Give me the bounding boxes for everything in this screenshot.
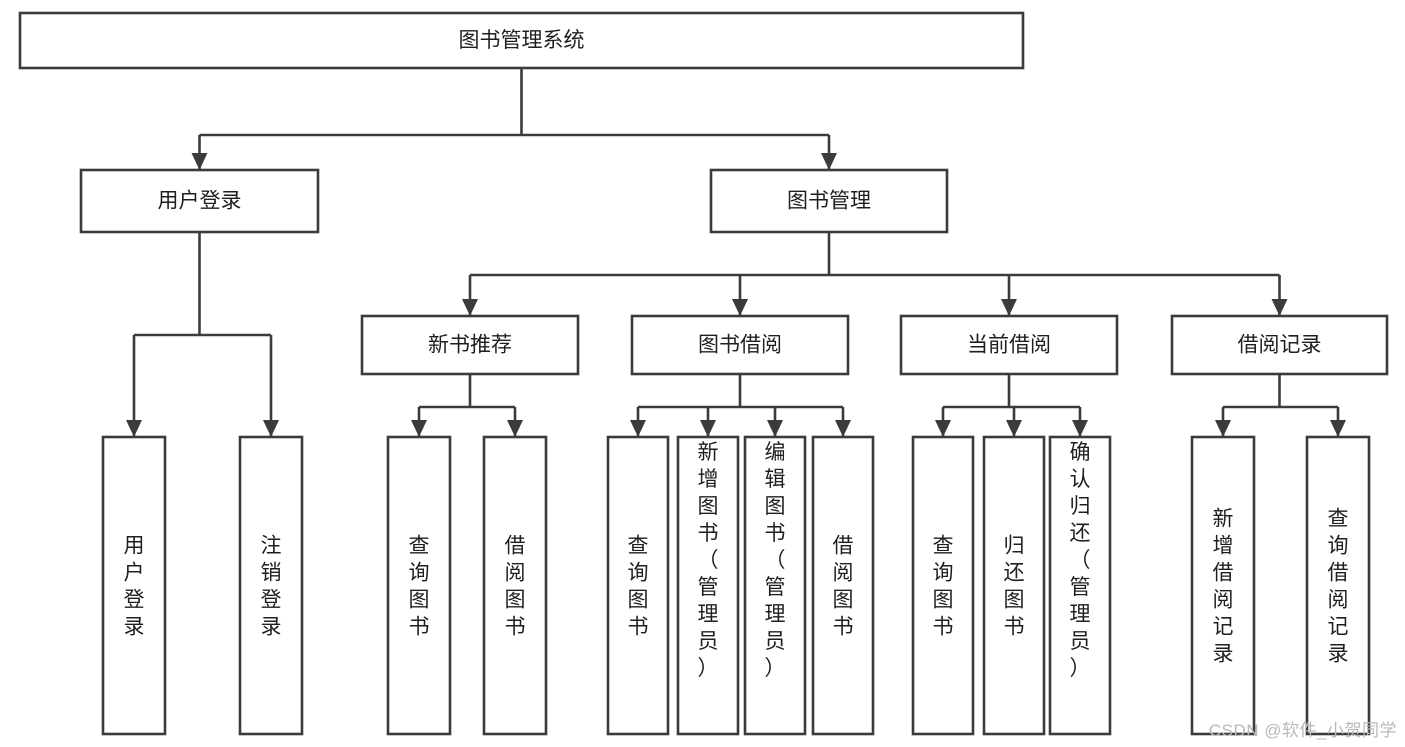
arrow-head bbox=[263, 420, 279, 437]
node-box-leaf-borrow-book-1 bbox=[482, 435, 548, 736]
node-user-login[interactable]: 用户登录 bbox=[79, 168, 320, 234]
node-label-new-book-recommend: 新书推荐 bbox=[428, 334, 512, 357]
arrow-head bbox=[1271, 299, 1288, 316]
arrow-head bbox=[835, 420, 851, 437]
node-box-leaf-query-record bbox=[1305, 435, 1371, 736]
arrow-head bbox=[411, 420, 427, 437]
arrow-head bbox=[1006, 420, 1022, 437]
node-box-leaf-query-book-3 bbox=[911, 435, 975, 736]
node-box-user-login bbox=[79, 168, 320, 234]
arrow-head bbox=[1330, 420, 1346, 437]
node-book-borrow[interactable]: 图书借阅 bbox=[630, 314, 850, 376]
branch-book-borrow bbox=[630, 374, 851, 437]
node-new-book-recommend[interactable]: 新书推荐 bbox=[360, 314, 580, 376]
arrow-head bbox=[1215, 420, 1231, 437]
branch-book-manage bbox=[462, 232, 1288, 316]
node-leaf-logout[interactable]: 注销登录 bbox=[238, 435, 304, 736]
node-box-current-borrow bbox=[899, 314, 1119, 376]
node-leaf-query-book-3[interactable]: 查询图书 bbox=[911, 435, 975, 736]
node-box-leaf-edit-book bbox=[743, 435, 807, 736]
arrow-head bbox=[767, 420, 783, 437]
node-box-leaf-query-book-1 bbox=[386, 435, 452, 736]
connector-layer bbox=[126, 68, 1346, 437]
node-layer: 图书管理系统用户登录图书管理新书推荐图书借阅当前借阅借阅记录用户登录注销登录查询… bbox=[18, 11, 1389, 736]
node-leaf-query-book-1[interactable]: 查询图书 bbox=[386, 435, 452, 736]
node-label-leaf-user-login: 用户登录 bbox=[124, 535, 145, 639]
node-box-book-manage bbox=[709, 168, 949, 234]
node-box-leaf-confirm-return bbox=[1048, 435, 1112, 736]
node-leaf-add-book[interactable]: 新增图书（管理员） bbox=[676, 435, 740, 736]
node-label-leaf-add-book: 新增图书（管理员） bbox=[698, 441, 719, 680]
node-label-leaf-query-record: 查询借阅记录 bbox=[1328, 508, 1349, 666]
arrow-head bbox=[821, 153, 837, 170]
node-leaf-borrow-book-2[interactable]: 借阅图书 bbox=[811, 435, 875, 736]
node-leaf-user-login[interactable]: 用户登录 bbox=[101, 435, 167, 736]
arrow-head bbox=[191, 153, 208, 170]
node-box-leaf-query-book-2 bbox=[606, 435, 670, 736]
node-label-leaf-query-book-1: 查询图书 bbox=[409, 535, 430, 639]
node-leaf-query-book-2[interactable]: 查询图书 bbox=[606, 435, 670, 736]
node-book-manage[interactable]: 图书管理 bbox=[709, 168, 949, 234]
node-label-leaf-borrow-book-1: 借阅图书 bbox=[505, 535, 526, 639]
branch-root bbox=[191, 68, 837, 170]
node-box-leaf-return-book bbox=[982, 435, 1046, 736]
node-box-book-borrow bbox=[630, 314, 850, 376]
node-leaf-borrow-book-1[interactable]: 借阅图书 bbox=[482, 435, 548, 736]
node-box-leaf-logout bbox=[238, 435, 304, 736]
node-label-leaf-borrow-book-2: 借阅图书 bbox=[833, 535, 854, 639]
node-label-leaf-query-book-3: 查询图书 bbox=[933, 535, 954, 639]
branch-new-book-recommend bbox=[411, 374, 523, 437]
node-label-book-manage: 图书管理 bbox=[787, 190, 871, 213]
node-leaf-query-record[interactable]: 查询借阅记录 bbox=[1305, 435, 1371, 736]
node-box-root bbox=[18, 11, 1025, 70]
node-label-root: 图书管理系统 bbox=[459, 29, 585, 52]
arrow-head bbox=[126, 420, 142, 437]
node-current-borrow[interactable]: 当前借阅 bbox=[899, 314, 1119, 376]
node-box-borrow-record bbox=[1170, 314, 1389, 376]
node-label-leaf-logout: 注销登录 bbox=[261, 535, 282, 639]
csdn-watermark: CSDN @软件_小贺同学 bbox=[1208, 721, 1397, 740]
arrow-head bbox=[700, 420, 716, 437]
node-label-leaf-return-book: 归还图书 bbox=[1004, 535, 1025, 639]
arrow-head bbox=[732, 299, 748, 316]
node-leaf-confirm-return[interactable]: 确认归还（管理员） bbox=[1048, 435, 1112, 736]
node-box-leaf-add-book bbox=[676, 435, 740, 736]
node-label-leaf-confirm-return: 确认归还（管理员） bbox=[1070, 441, 1091, 680]
node-box-new-book-recommend bbox=[360, 314, 580, 376]
node-label-leaf-edit-book: 编辑图书（管理员） bbox=[765, 441, 786, 680]
branch-current-borrow bbox=[935, 374, 1088, 437]
node-label-leaf-add-record: 新增借阅记录 bbox=[1213, 508, 1234, 666]
arrow-head bbox=[507, 420, 523, 437]
node-box-leaf-add-record bbox=[1190, 435, 1256, 736]
node-box-leaf-borrow-book-2 bbox=[811, 435, 875, 736]
branch-user-login bbox=[126, 232, 279, 437]
arrow-head bbox=[935, 420, 951, 437]
node-label-borrow-record: 借阅记录 bbox=[1238, 334, 1322, 357]
arrow-head bbox=[1072, 420, 1088, 437]
node-label-current-borrow: 当前借阅 bbox=[967, 334, 1051, 357]
node-root[interactable]: 图书管理系统 bbox=[18, 11, 1025, 70]
arrow-head bbox=[630, 420, 646, 437]
node-label-book-borrow: 图书借阅 bbox=[698, 334, 782, 357]
node-label-user-login: 用户登录 bbox=[158, 190, 242, 213]
node-leaf-return-book[interactable]: 归还图书 bbox=[982, 435, 1046, 736]
arrow-head bbox=[1001, 299, 1017, 316]
arrow-head bbox=[462, 299, 478, 316]
node-leaf-add-record[interactable]: 新增借阅记录 bbox=[1190, 435, 1256, 736]
node-box-leaf-user-login bbox=[101, 435, 167, 736]
node-label-leaf-query-book-2: 查询图书 bbox=[628, 535, 649, 639]
branch-borrow-record bbox=[1215, 374, 1346, 437]
node-borrow-record[interactable]: 借阅记录 bbox=[1170, 314, 1389, 376]
node-leaf-edit-book[interactable]: 编辑图书（管理员） bbox=[743, 435, 807, 736]
